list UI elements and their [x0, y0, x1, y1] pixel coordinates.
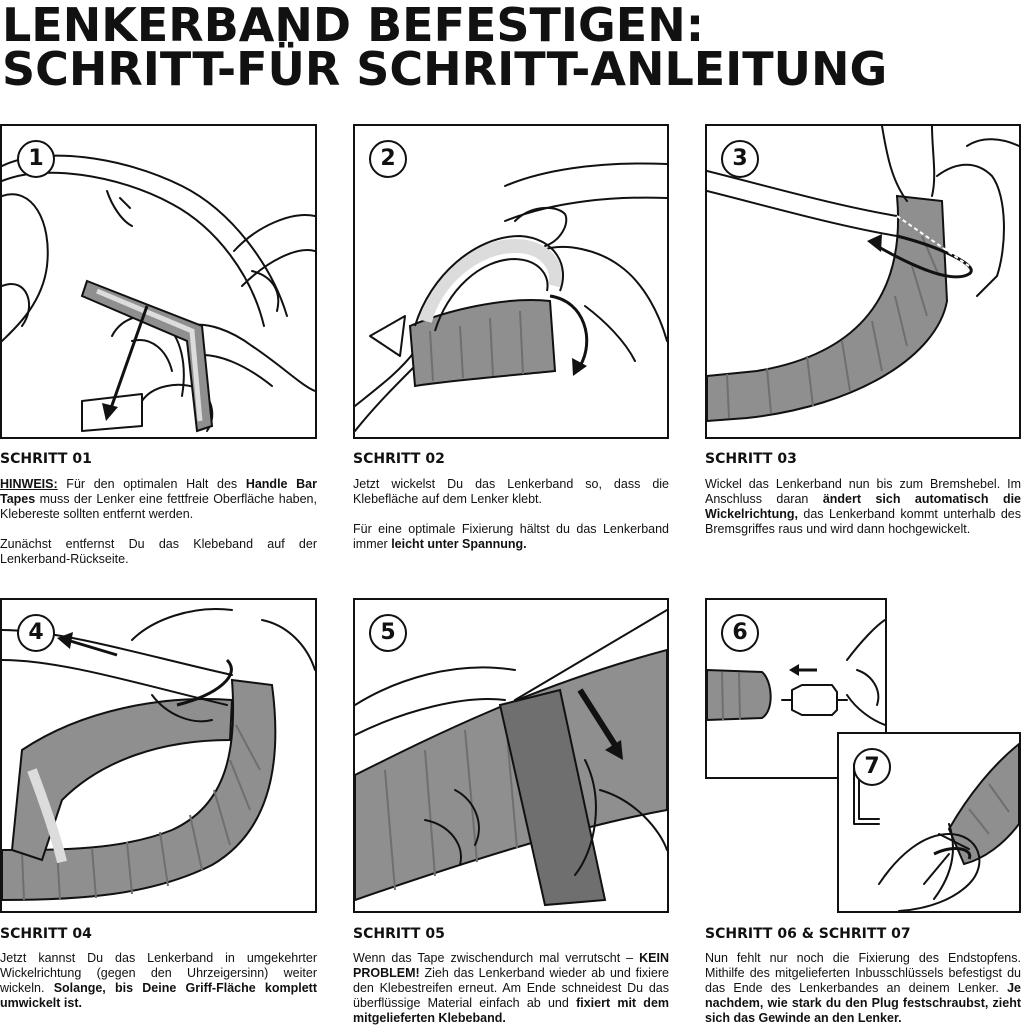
step-03-paragraph-1: Wickel das Lenkerband nun bis zum Bremsh…: [705, 477, 1021, 536]
illustration-step-5: 5: [353, 598, 669, 913]
step-number-badge-1: 1: [17, 140, 55, 178]
page-title-line-1: LENKERBAND BEFESTIGEN:: [2, 0, 705, 52]
step-03-title: SCHRITT 03: [705, 451, 797, 467]
step-05-paragraph-1: Wenn das Tape zwischendurch mal verrutsc…: [353, 951, 670, 1025]
step-04-title: SCHRITT 04: [0, 926, 92, 942]
step-01-paragraph-2: Zunächst entfernst Du das Klebeband auf …: [0, 537, 317, 566]
cut-and-fix-tape-illustration: [355, 609, 667, 907]
step-number-badge-5: 5: [369, 614, 407, 652]
step-number-badge-4: 4: [17, 614, 55, 652]
step-02-title: SCHRITT 02: [353, 451, 445, 467]
step-06-07-title: SCHRITT 06 & SCHRITT 07: [705, 926, 911, 942]
illustration-step-7: 7: [837, 732, 1021, 913]
end-plug-insertion-illustration: [707, 619, 885, 726]
page-title-line-2: SCHRITT-FÜR SCHRITT-ANLEITUNG: [2, 42, 888, 96]
step-01-title: SCHRITT 01: [0, 451, 92, 467]
step-06-07-paragraph-1: Nun fehlt nur noch die Fixierung des End…: [705, 951, 1021, 1025]
step-04-paragraph-1: Jetzt kannst Du das Lenkerband in umgeke…: [0, 951, 317, 1010]
illustration-step-3: 3: [705, 124, 1021, 439]
illustration-step-4: 4: [0, 598, 317, 913]
step-02-paragraph-1: Jetzt wickelst Du das Lenkerband so, das…: [353, 477, 669, 506]
illustration-step-1: 1: [0, 124, 317, 439]
handlebar-adhesive-illustration: [2, 154, 315, 433]
step-02-paragraph-2: Für eine optimale Fixierung hältst du da…: [353, 522, 669, 551]
step-number-badge-3: 3: [721, 140, 759, 178]
brake-lever-wrapping-illustration: [707, 126, 1019, 423]
illustration-step-2: 2: [353, 124, 669, 439]
tape-wrapping-start-illustration: [355, 162, 667, 432]
step-number-badge-2: 2: [369, 140, 407, 178]
reverse-wrapping-illustration: [2, 608, 315, 902]
step-05-title: SCHRITT 05: [353, 926, 445, 942]
allen-key-fixation-illustration: [853, 742, 1019, 911]
step-01-paragraph-1: HINWEIS: Für den optimalen Halt des Hand…: [0, 477, 317, 521]
step-number-badge-6: 6: [721, 614, 759, 652]
step-number-badge-7: 7: [853, 748, 891, 786]
